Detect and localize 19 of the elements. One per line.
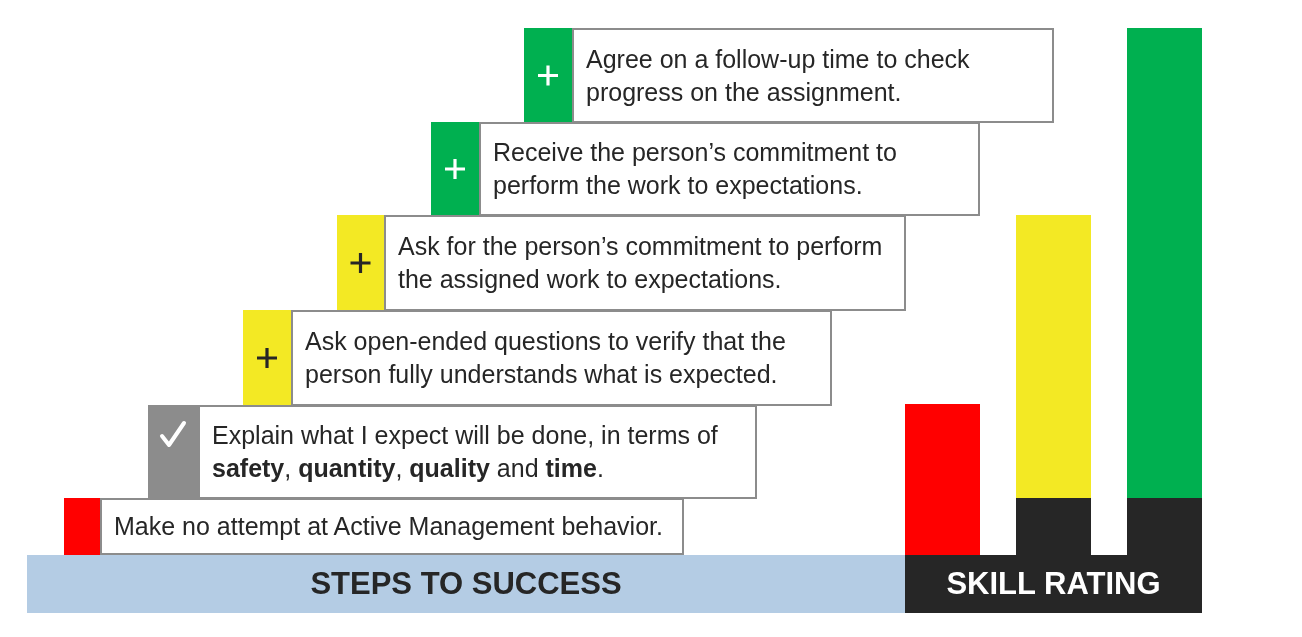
step-text: Make no attempt at Active Management behavior. [114, 511, 663, 542]
step-box [384, 215, 906, 311]
rating-bar [1016, 215, 1091, 555]
step-text: Agree on a follow-up time to check progress on the assignment. [586, 43, 971, 108]
banner [27, 555, 905, 613]
step-text: Ask for the person’s commitment to perform the assigned work to expectations. [398, 231, 884, 295]
step-box [291, 310, 832, 406]
step-text: Explain what I expect will be done, in terms of safety, quantity, quality and time. [212, 420, 719, 484]
banner-heading: STEPS TO SUCCESS [310, 566, 622, 602]
banner-heading: SKILL RATING [946, 566, 1161, 602]
step-box [479, 122, 980, 216]
rating-bar [905, 404, 980, 555]
rating-bar [1127, 28, 1202, 555]
step-box [572, 28, 1054, 123]
banner [905, 555, 1202, 613]
step-box [100, 498, 684, 555]
step-text: Receive the person’s commitment to perform the work to expectations. [493, 137, 898, 201]
step-text: Ask open-ended questions to verify that the person fully understands what is expected. [305, 326, 787, 390]
step-box [198, 405, 757, 499]
